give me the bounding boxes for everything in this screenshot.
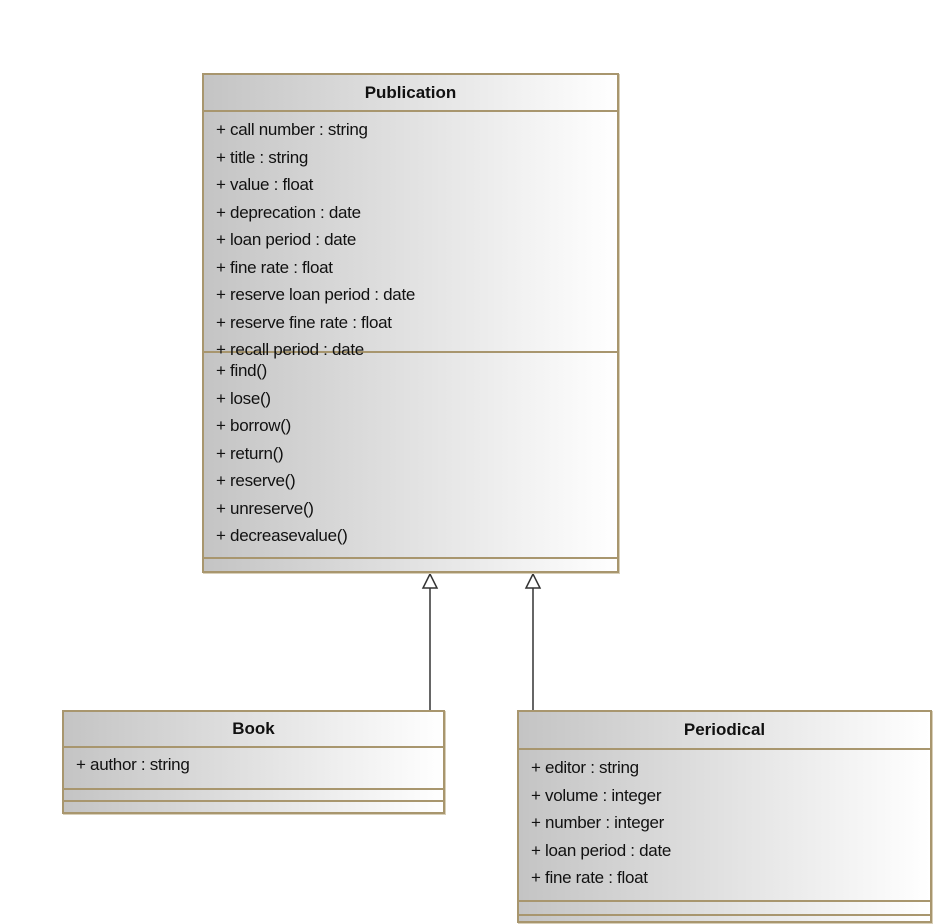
book-generalization-arrow xyxy=(421,572,439,711)
inheritance-triangle-icon xyxy=(524,572,542,589)
inheritance-triangle-icon xyxy=(421,572,439,589)
attribute: + number : integer xyxy=(531,813,665,832)
attributes-compartment: + call number : string + title : string … xyxy=(204,112,617,359)
attributes-compartment: + editor : string + volume : integer + n… xyxy=(519,750,930,902)
operations-compartment: + find() + lose() + borrow() + return() … xyxy=(204,353,617,559)
attribute: + value : float xyxy=(216,175,314,194)
class-publication[interactable]: Publication + call number : string + tit… xyxy=(202,73,619,573)
attribute: + fine rate : float xyxy=(216,257,333,277)
operation: + lose() xyxy=(216,388,271,408)
attribute: + author : string xyxy=(76,755,190,774)
attributes-compartment: + author : string xyxy=(64,748,443,790)
attribute: + deprecation : date xyxy=(216,202,361,222)
attribute: + recall period : date xyxy=(216,340,364,359)
class-name: Publication xyxy=(204,75,617,112)
operation: + return() xyxy=(216,443,284,463)
attribute: + editor : string xyxy=(531,758,639,777)
class-periodical[interactable]: Periodical + editor : string + volume : … xyxy=(517,710,932,923)
class-name: Periodical xyxy=(519,712,930,750)
operation: + borrow() xyxy=(216,416,291,435)
empty-compartment xyxy=(204,559,617,571)
empty-compartment xyxy=(64,802,443,812)
periodical-generalization-arrow xyxy=(524,572,542,711)
attribute: + call number : string xyxy=(216,120,368,139)
empty-compartment xyxy=(519,916,930,922)
operations-compartment xyxy=(519,902,930,916)
operation: + find() xyxy=(216,361,267,380)
operation: + unreserve() xyxy=(216,498,314,518)
operations-compartment xyxy=(64,790,443,802)
attribute: + fine rate : float xyxy=(531,868,648,887)
attribute: + volume : integer xyxy=(531,785,662,805)
operation: + decreasevalue() xyxy=(216,526,348,545)
attribute: + loan period : date xyxy=(531,840,672,860)
attribute: + reserve fine rate : float xyxy=(216,312,392,332)
class-book[interactable]: Book + author : string xyxy=(62,710,445,814)
attribute: + reserve loan period : date xyxy=(216,285,416,304)
class-name: Book xyxy=(64,712,443,748)
operation: + reserve() xyxy=(216,471,296,490)
attribute: + title : string xyxy=(216,147,309,167)
attribute: + loan period : date xyxy=(216,230,357,249)
